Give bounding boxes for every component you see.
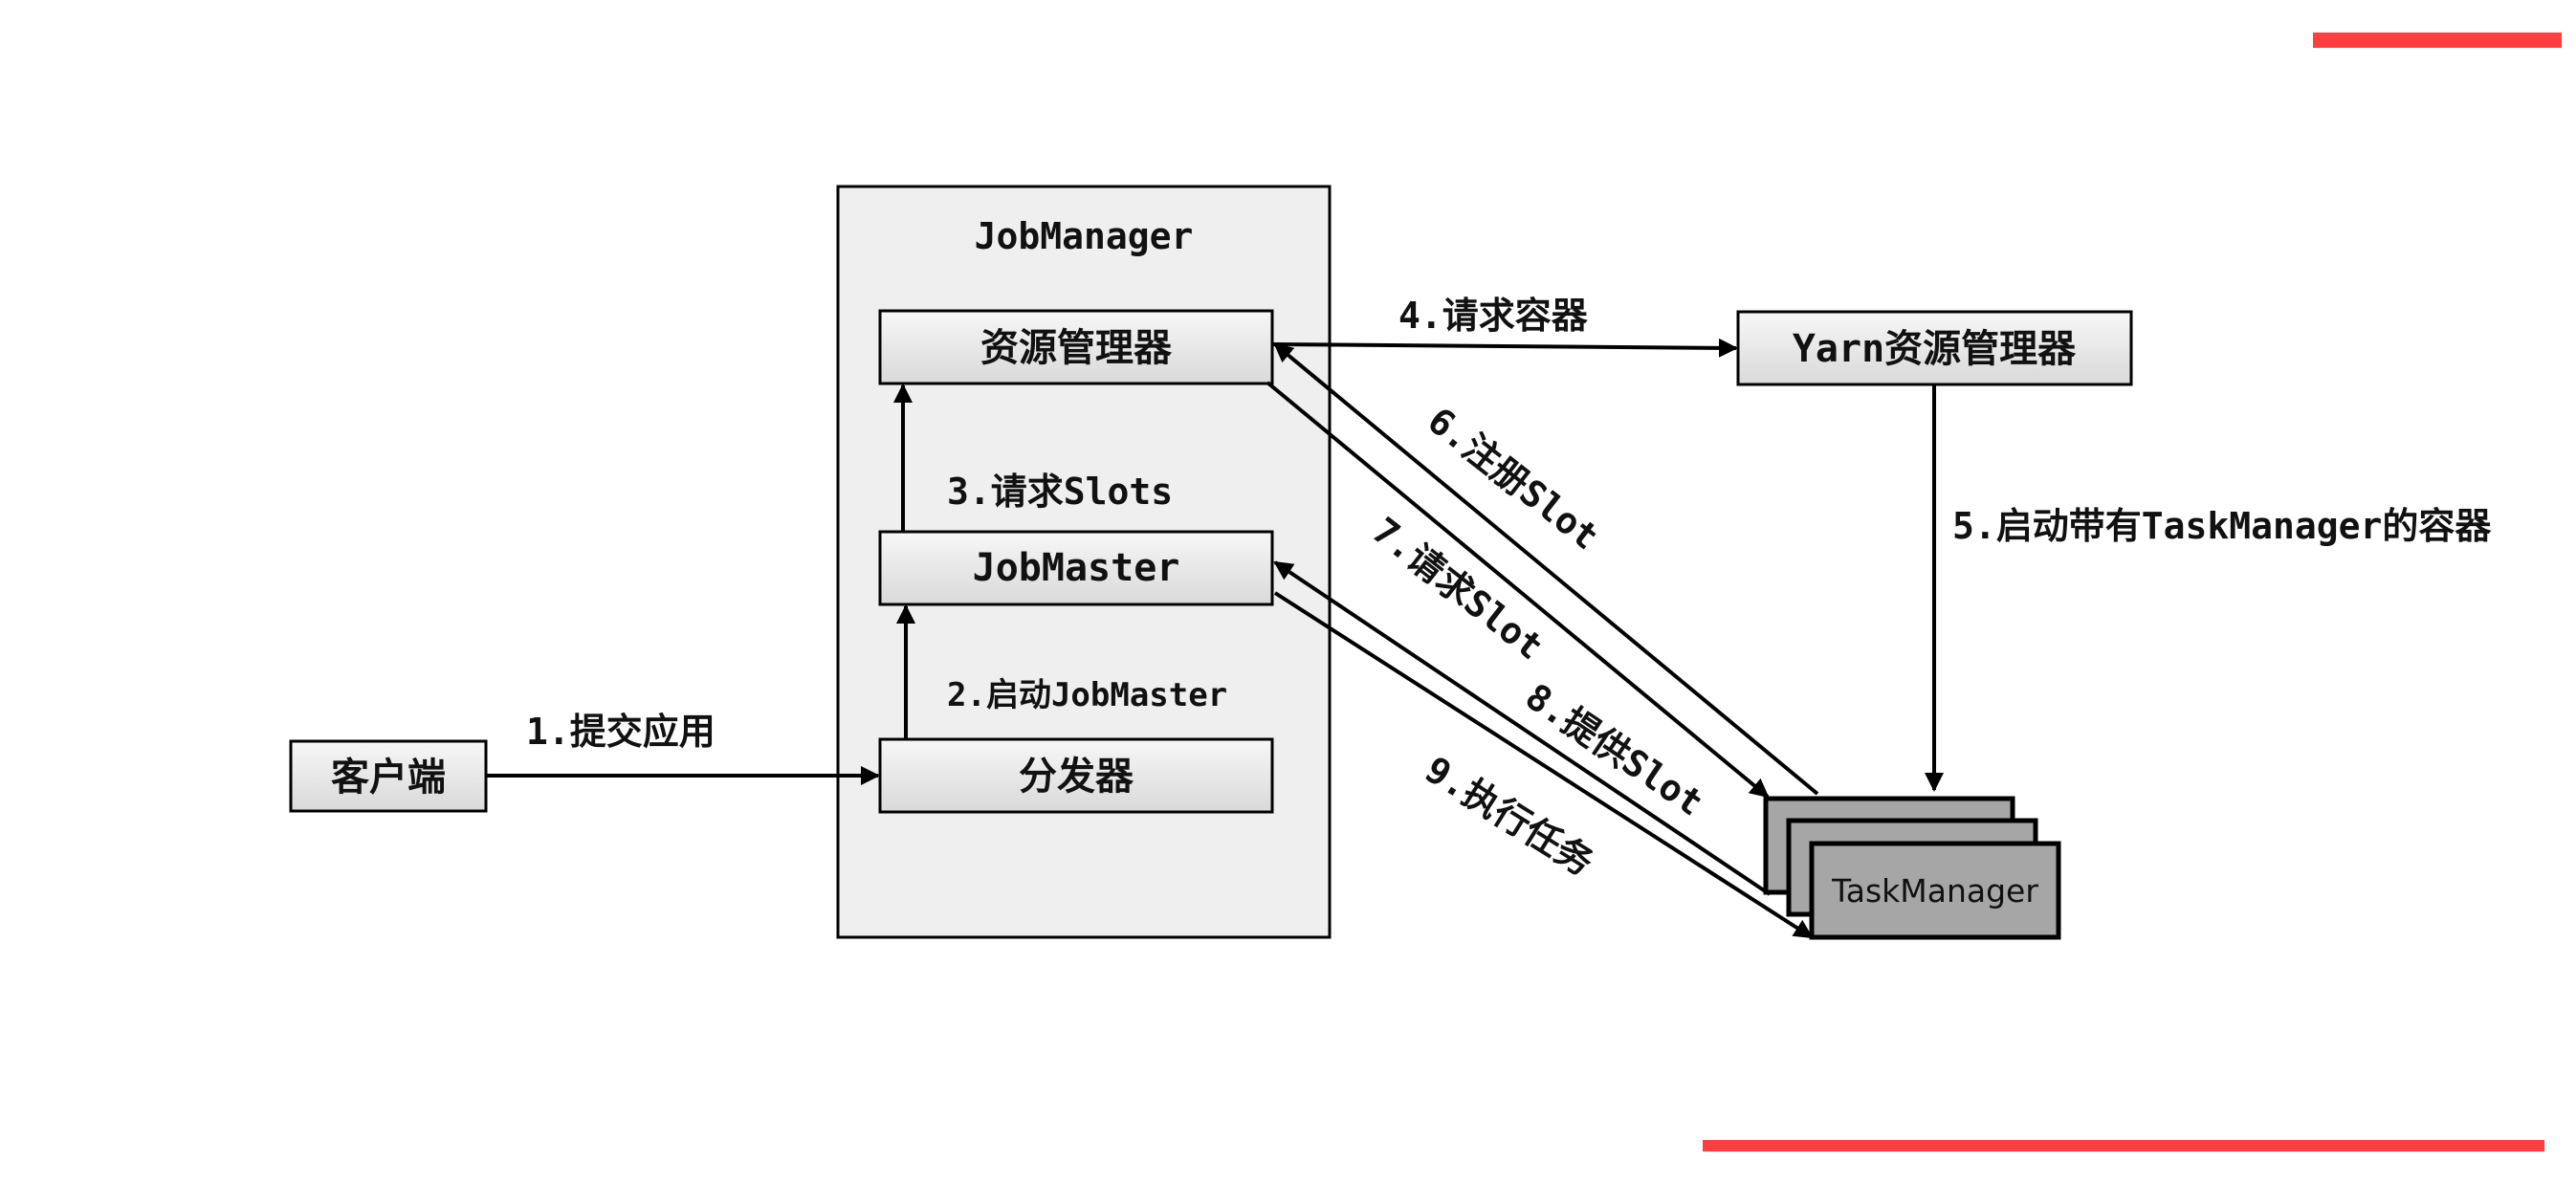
edge-request-container [1271,338,1738,358]
edge-label-9: 9.执行任务 [1418,748,1600,884]
edge-request-slot [1266,381,1770,799]
client-label: 客户端 [331,756,446,800]
job-manager-title: JobManager [975,215,1194,257]
edge-label-4: 4.请求容器 [1398,295,1589,337]
edge-label-3: 3.请求Slots [947,471,1173,513]
task-manager-front-card [1809,841,2061,940]
client-box: 客户端 [289,739,488,813]
edge-execute-task [1273,591,1814,939]
watermark-top-right [2313,33,2562,48]
resource-manager-label: 资源管理器 [980,326,1173,370]
edge-label-8: 8.提供Slot [1518,675,1710,824]
edge-offer-slot [1273,560,1772,896]
job-master-box: JobMaster [878,530,1274,606]
edge-label-2: 2.启动JobMaster [947,676,1227,714]
edge-register-slot [1273,342,1819,796]
job-master-label: JobMaster [973,546,1180,590]
yarn-resource-manager-label: Yarn资源管理器 [1793,327,2077,371]
task-manager-stack: TaskManager [1763,796,2061,940]
watermark-bottom [1703,1140,2544,1151]
edge-label-5: 5.启动带有TaskManager的容器 [1952,505,2492,547]
dispatcher-label: 分发器 [1019,755,1134,799]
resource-manager-box: 资源管理器 [878,309,1274,385]
edge-label-1: 1.提交应用 [526,711,716,753]
yarn-resource-manager-box: Yarn资源管理器 [1736,310,2133,386]
edge-label-7: 7.请求Slot [1364,509,1551,668]
task-manager-label: TaskManager [1831,872,2038,910]
dispatcher-box: 分发器 [878,737,1274,814]
